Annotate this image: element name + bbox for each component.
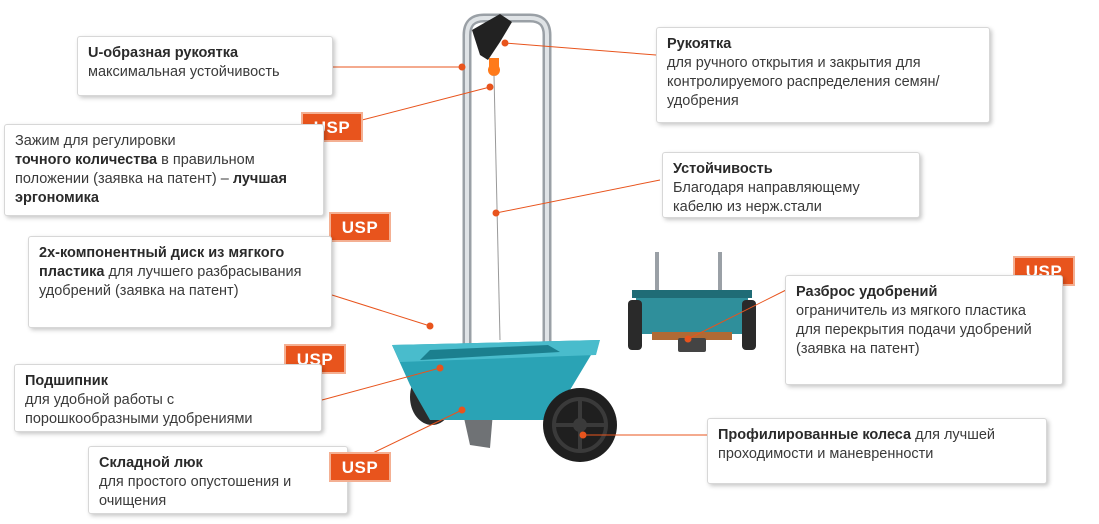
callout-wheels-text: для лучшей проходимости и маневренности [718, 427, 996, 462]
handle-grip [472, 14, 512, 60]
callout-clamp-bold2: лучшая эргономика [15, 171, 287, 206]
callout-disc: 2х-компонентный диск из мягкого пластика… [28, 236, 332, 328]
callout-handle-text: для ручного открытия и закрытия для конт… [667, 55, 940, 109]
callout-clamp-bold1: точного количества [15, 152, 158, 168]
callout-handle-title: Рукоятка [667, 36, 732, 52]
callout-spread-title: Разброс удобрений [796, 284, 938, 300]
callout-bearing-text: для удобной работы с порошкообразными уд… [25, 392, 253, 427]
callout-u-handle-title: U-образная рукоятка [88, 45, 239, 61]
callout-hatch-title: Складной люк [99, 455, 203, 471]
callout-clamp: Зажим для регулировки точного количества… [4, 124, 324, 216]
callout-stability-text: Благодаря направляющему кабелю из нерж.с… [673, 180, 860, 215]
callout-disc-text: для лучшего разбрасывания удобрений (зая… [39, 264, 302, 299]
callout-bearing: Подшипник для удобной работы с порошкооб… [14, 364, 322, 432]
callout-stability-title: Устойчивость [673, 161, 773, 177]
callout-disc-title: 2х-компонентный диск из мягкого пластика [39, 245, 285, 280]
callout-hatch-text: для простого опустошения и очищения [99, 474, 292, 509]
u-handle-frame [462, 13, 552, 360]
rear-view-illustration [628, 252, 756, 352]
callout-u-handle: U-образная рукоятка максимальная устойчи… [77, 36, 333, 96]
callout-spread: Разброс удобрений ограничитель из мягког… [785, 275, 1063, 385]
callout-wheels-title: Профилированные колеса [718, 427, 912, 443]
callout-clamp-mid: в правильном положении (заявка на патент… [15, 152, 255, 187]
callout-u-handle-text: максимальная устойчивость [88, 64, 280, 80]
guide-cable [493, 74, 501, 341]
callout-stability: Устойчивость Благодаря направляющему каб… [662, 152, 920, 218]
usp-badge-hatch: USP [329, 452, 391, 482]
callout-handle: Рукоятка для ручного открытия и закрытия… [656, 27, 990, 123]
callout-bearing-title: Подшипник [25, 373, 108, 389]
callout-hatch: Складной люк для простого опустошения и … [88, 446, 348, 514]
usp-badge-disc: USP [329, 212, 391, 242]
callout-spread-text: ограничитель из мягкого пластика для пер… [796, 303, 1032, 357]
callout-wheels: Профилированные колеса для лучшей проход… [707, 418, 1047, 484]
callout-clamp-pre: Зажим для регулировки [15, 133, 176, 149]
